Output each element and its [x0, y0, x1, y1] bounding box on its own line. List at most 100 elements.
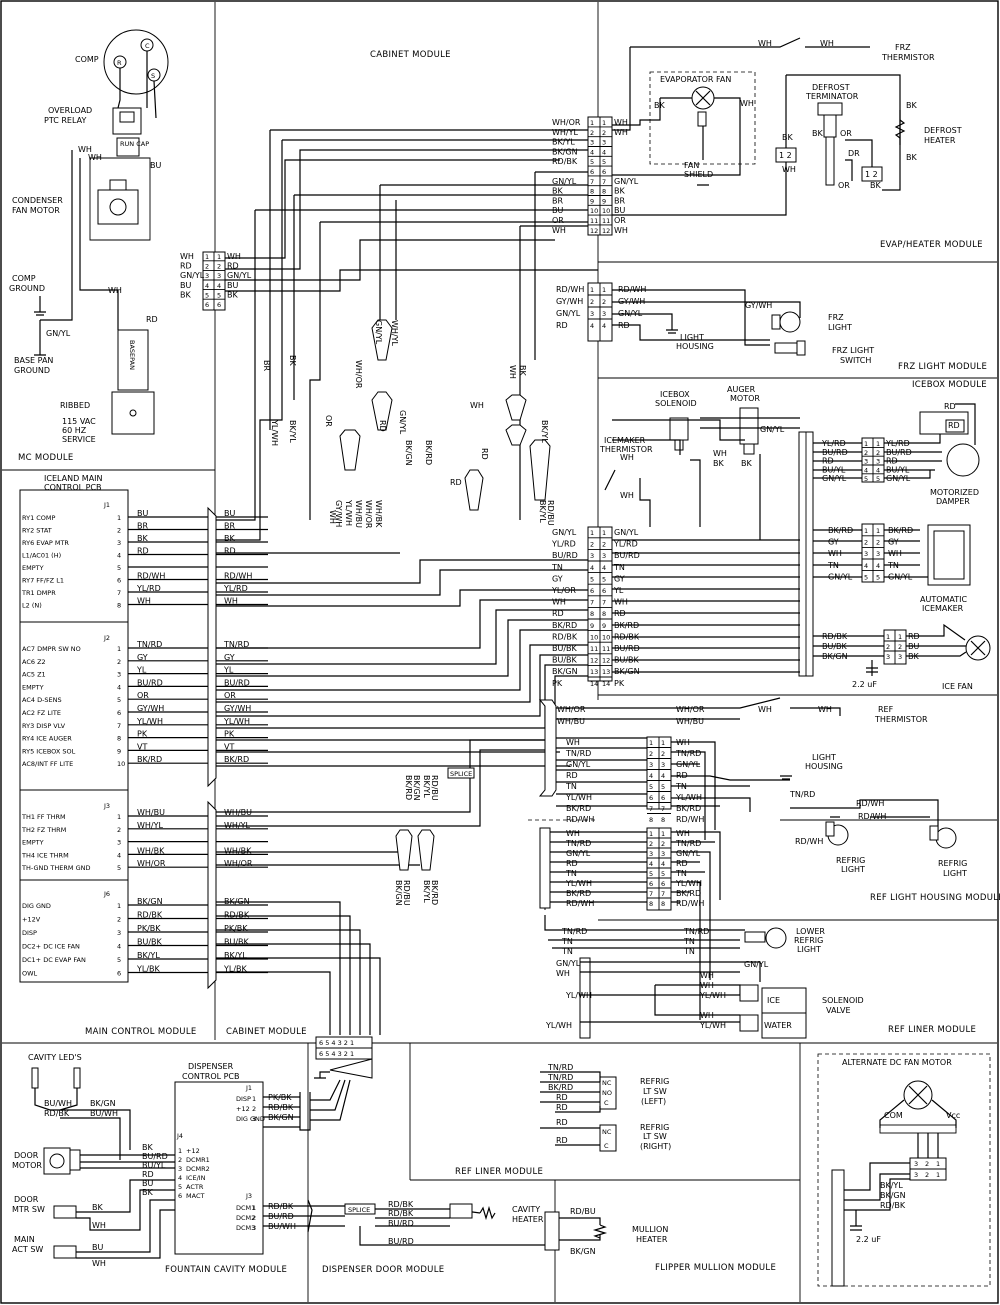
wire-label: RD [676, 859, 688, 868]
wire-label: BK/YL [880, 1181, 903, 1190]
wire-label: WH [614, 128, 628, 137]
svg-text:BK/RD: BK/RD [404, 775, 413, 800]
wire-label: YL [223, 666, 234, 675]
pin-number: 6 [117, 970, 121, 978]
pin-number: 12 [590, 227, 598, 235]
pin-number: 6 [602, 168, 606, 176]
svg-text:BU/RD: BU/RD [388, 1237, 414, 1246]
svg-text:GN/YL: GN/YL [46, 329, 71, 338]
wire-label: GN/YL [566, 849, 591, 858]
pcb-pin-name: DC1+ DC EVAP FAN [22, 956, 86, 964]
pin-number: 5 [602, 158, 606, 166]
door-mtr-switch [53, 1205, 77, 1219]
lower-refrig-light [765, 927, 787, 949]
pin-number: 7 [661, 890, 665, 898]
pin-number: 4 [649, 772, 653, 780]
wire-label: BR [137, 522, 148, 531]
svg-text:1 2: 1 2 [779, 151, 792, 160]
pcb-pin-name: ACTR [186, 1183, 204, 1191]
svg-text:WH: WH [508, 365, 517, 379]
svg-text:YL/WH: YL/WH [565, 991, 592, 1000]
svg-text:TN/RD: TN/RD [547, 1063, 573, 1072]
pin-number: 4 [590, 564, 594, 572]
svg-text:OR: OR [840, 129, 852, 138]
wire-label: BK [614, 187, 625, 196]
svg-text:C: C [145, 42, 150, 50]
pcb-pin-name: AC6 Z2 [22, 658, 46, 666]
svg-text:GN/YL: GN/YL [374, 320, 383, 345]
svg-text:BU: BU [150, 161, 161, 170]
main-act-switch [53, 1245, 77, 1259]
wire-label: BK [180, 290, 191, 299]
pcb-pin-name: L2 (N) [22, 602, 42, 610]
pin-number: 3 [590, 139, 594, 147]
pin-number: 1 [898, 633, 902, 641]
connector-header: J4 [176, 1132, 183, 1140]
svg-text:WH: WH [700, 1011, 714, 1020]
pin-number: 2 [661, 750, 665, 758]
wire-label: BK/RD [552, 621, 577, 630]
pin-number: 3 [914, 1160, 918, 1168]
water-label: WATER [764, 1021, 792, 1030]
svg-text:BK: BK [812, 129, 823, 138]
door-mtr-sw-label: DOOR [14, 1195, 39, 1204]
door-motor-label: DOOR [14, 1151, 39, 1160]
wire-label: GN/YL [552, 177, 577, 186]
pin-number: 5 [864, 475, 868, 483]
flipper-mullion-module-title: FLIPPER MULLION MODULE [655, 1263, 776, 1273]
dispenser-door-module-title: DISPENSER DOOR MODULE [322, 1265, 444, 1275]
svg-text:TN/RD: TN/RD [683, 927, 709, 936]
svg-text:WH/BU: WH/BU [676, 717, 704, 726]
pin-number: 6 [661, 880, 665, 888]
svg-text:WH: WH [740, 99, 754, 108]
pin-number: 4 [864, 466, 868, 474]
frz-light-label: FRZ [828, 313, 844, 322]
svg-text:S: S [151, 72, 155, 80]
cabinet-wire-runs [216, 129, 884, 1035]
svg-text:BK: BK [288, 355, 297, 366]
pcb-pin-name: TR1 DMPR [21, 589, 56, 597]
wire-label: GN/YL [180, 271, 205, 280]
svg-text:WH: WH [92, 1259, 106, 1268]
pin-number: 9 [590, 622, 594, 630]
svg-text:RD/BU: RD/BU [570, 1207, 596, 1216]
pcb-pin-name: DCM3 [236, 1224, 255, 1232]
svg-text:GN/YL: GN/YL [556, 959, 581, 968]
pin-number: 1 [864, 527, 868, 535]
pin-number: 14 [602, 680, 610, 688]
solenoid-valve-label: SOLENOID [822, 996, 864, 1005]
pcb-pin-name: ICE/IN [186, 1174, 206, 1182]
heaters-group: SPLICE RD/BK RD/BK BU/RD BU/RD CAVITY HE… [344, 1200, 668, 1256]
ref-thermistor-label-2: THERMISTOR [874, 715, 928, 724]
pin-number: 5 [661, 870, 665, 878]
svg-text:RD: RD [556, 1093, 568, 1102]
wire-label: BK [137, 534, 148, 543]
svg-text:WH: WH [108, 286, 122, 295]
wire-label: BK [224, 534, 235, 543]
svg-text:OR: OR [324, 415, 333, 427]
pin-number: 7 [649, 890, 653, 898]
pcb-pin-name: AC5 Z1 [22, 671, 46, 679]
cabinet-wire-labels: BR BK YL/WH BK/YL OR WH/OR GN/YL WH/YL R… [262, 320, 555, 906]
wire-label: BK/RD [566, 804, 591, 813]
light-housing-label-2: HOUSING [676, 342, 714, 351]
svg-text:C: C [604, 1142, 609, 1150]
pin-number: 1 [252, 1095, 256, 1103]
wire-label: YL/RD [613, 540, 638, 549]
svg-text:BK/RD: BK/RD [424, 440, 433, 465]
svg-text:WH: WH [328, 510, 337, 524]
fan-motor-label: FAN MOTOR [12, 206, 60, 215]
wire-label: GN/YL [886, 474, 911, 483]
pin-number: 8 [117, 602, 121, 610]
pin-number: 5 [205, 291, 209, 299]
alt-capacitor-label: 2.2 uF [856, 1235, 881, 1244]
pin-number: 8 [661, 900, 665, 908]
light-housing-label: LIGHT [680, 333, 704, 342]
pin-number: 10 [602, 633, 610, 641]
pin-number: 13 [602, 668, 610, 676]
pin-number: 1 [117, 514, 121, 522]
fan-shield-label: FAN [684, 161, 699, 170]
wire-label: WH/BK [224, 846, 252, 855]
